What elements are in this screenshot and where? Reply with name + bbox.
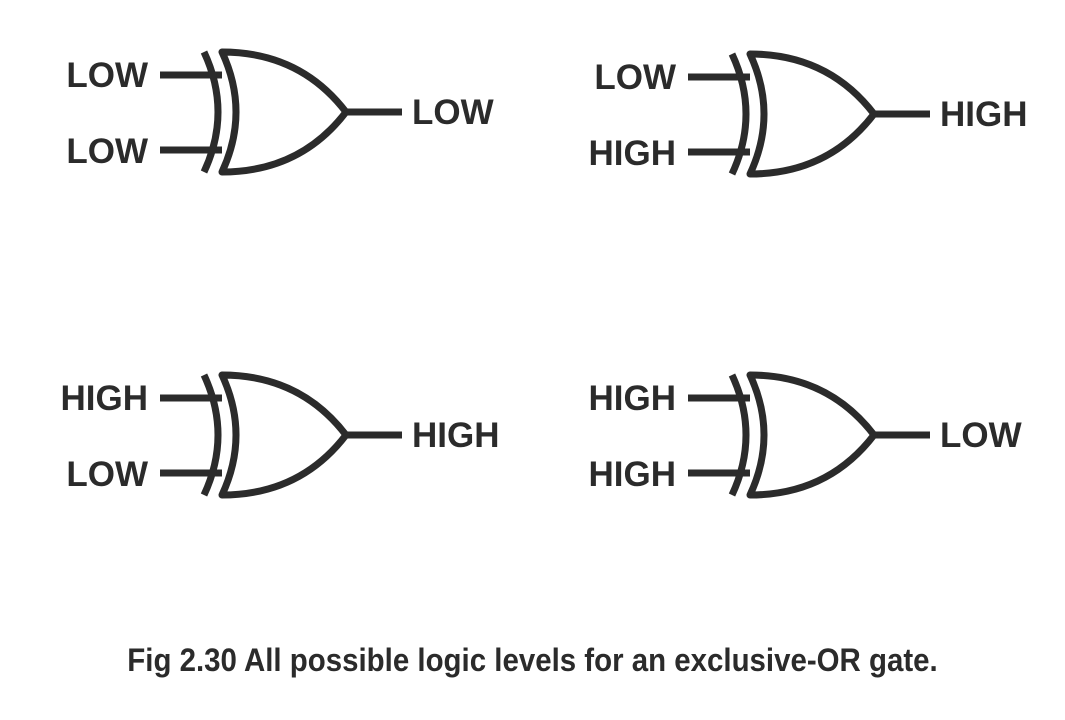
xor-input-curve <box>200 373 222 497</box>
xor-input-curve <box>728 52 750 176</box>
output-label: LOW <box>412 93 494 132</box>
input-b-label: HIGH <box>589 455 677 494</box>
xor-gate-1: LOW LOW LOW <box>66 48 494 176</box>
output-label: HIGH <box>412 416 500 455</box>
xor-gate-body <box>218 371 350 499</box>
input-a-label: LOW <box>594 58 676 97</box>
input-a-label: HIGH <box>589 379 677 418</box>
xor-gate-3: HIGH LOW HIGH <box>61 371 500 499</box>
xor-input-curve <box>728 373 750 497</box>
figure-caption: Fig 2.30 All possible logic levels for a… <box>127 642 938 678</box>
output-label: HIGH <box>940 95 1028 134</box>
input-b-label: HIGH <box>589 134 677 173</box>
input-b-label: LOW <box>66 455 148 494</box>
xor-input-curve <box>200 50 222 174</box>
xor-gate-body <box>746 50 878 178</box>
xor-gate-body <box>746 371 878 499</box>
xor-gate-body <box>218 48 350 176</box>
input-a-label: HIGH <box>61 379 149 418</box>
xor-gate-4: HIGH HIGH LOW <box>589 371 1022 499</box>
output-label: LOW <box>940 416 1022 455</box>
xor-gate-2: LOW HIGH HIGH <box>589 50 1028 178</box>
input-b-label: LOW <box>66 132 148 171</box>
input-a-label: LOW <box>66 56 148 95</box>
